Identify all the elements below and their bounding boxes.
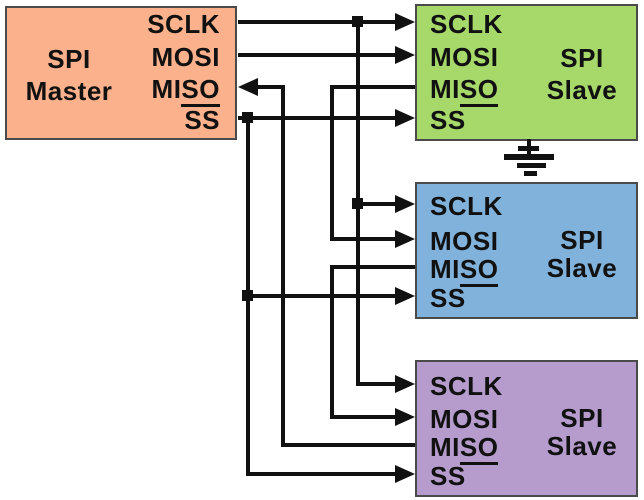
arrowhead-ss-slave2 xyxy=(395,287,415,305)
slave1-title: SPI Slave xyxy=(522,42,642,106)
slave1-title-line2: Slave xyxy=(546,75,618,105)
master-pin-ss: SS xyxy=(184,105,220,135)
slave3-title-line1: SPI xyxy=(560,403,604,433)
slave3-pin-miso: MISO xyxy=(430,432,499,465)
wire-miso-slave1-out xyxy=(330,85,415,89)
master-title-line1: SPI xyxy=(47,44,91,74)
wire-miso-into-master xyxy=(258,85,283,89)
slave2-title-line1: SPI xyxy=(560,225,604,255)
slave2-pin-ss: SS xyxy=(430,283,466,313)
master-title: SPI Master xyxy=(13,43,125,107)
slave3-title: SPI Slave xyxy=(522,404,642,460)
arrowhead-ss-slave1 xyxy=(395,109,415,127)
master-pin-sclk: SCLK xyxy=(147,9,220,39)
arrowhead-sclk-slave1 xyxy=(395,13,415,31)
wire-miso-slave2-out xyxy=(330,265,415,269)
slave1-pin-sclk: SCLK xyxy=(430,9,503,39)
spi-slave3-box: SPI Slave SCLK MOSI MISO SS xyxy=(415,360,638,497)
master-pin-miso: MISO xyxy=(152,74,220,107)
ground-bar-small xyxy=(524,171,537,176)
slave2-pin-mosi: MOSI xyxy=(430,226,499,256)
slave1-title-line1: SPI xyxy=(560,43,604,73)
wire-ss-to-slave3 xyxy=(246,472,395,476)
slave3-pin-ss: SS xyxy=(430,461,466,491)
wire-miso-return-vertical xyxy=(281,85,285,447)
wire-miso-slave1-to-mosi-slave2 xyxy=(330,237,395,241)
slave3-pin-mosi: MOSI xyxy=(430,404,499,434)
slave3-title-line2: Slave xyxy=(546,431,618,461)
slave1-pin-ss: SS xyxy=(430,105,466,135)
arrowhead-mosi-slave2 xyxy=(395,230,415,248)
wire-ss-to-slave2 xyxy=(246,294,395,298)
wire-miso-slave3-out xyxy=(281,443,415,447)
wire-sclk-master-to-slave1 xyxy=(238,20,395,24)
arrowhead-sclk-slave2 xyxy=(395,195,415,213)
ground-bar-wide xyxy=(504,154,554,160)
ground-bar-mid xyxy=(517,163,546,168)
arrowhead-sclk-slave3 xyxy=(395,375,415,393)
slave1-pin-mosi: MOSI xyxy=(430,42,499,72)
slave1-pin-miso: MISO xyxy=(430,74,499,107)
slave3-pin-sclk: SCLK xyxy=(430,371,503,401)
ground-bar-top xyxy=(518,146,539,151)
wire-sclk-to-slave3 xyxy=(356,382,395,386)
master-title-line2: Master xyxy=(25,76,113,106)
arrowhead-mosi-slave1 xyxy=(395,46,415,64)
slave2-pin-sclk: SCLK xyxy=(430,191,503,221)
arrowhead-mosi-slave3 xyxy=(395,408,415,426)
master-pin-mosi: MOSI xyxy=(151,42,220,72)
slave2-title: SPI Slave xyxy=(522,226,642,282)
wire-miso-slave2-to-mosi-slave3 xyxy=(330,415,395,419)
wire-miso-slave2-vertical xyxy=(330,265,334,419)
wire-mosi-master-to-slave1 xyxy=(238,53,395,57)
arrowhead-miso-master xyxy=(238,78,258,96)
spi-master-box: SPI Master SCLK MOSI MISO SS xyxy=(5,6,237,140)
slave2-pin-miso: MISO xyxy=(430,254,499,287)
wire-ss-master-to-slave1 xyxy=(238,116,395,120)
slave2-title-line2: Slave xyxy=(546,253,618,283)
wire-sclk-to-slave2 xyxy=(356,202,395,206)
spi-slave1-box: SPI Slave SCLK MOSI MISO SS xyxy=(415,4,638,141)
wire-miso-slave1-vertical xyxy=(330,85,334,241)
arrowhead-ss-slave3 xyxy=(395,465,415,483)
spi-slave2-box: SPI Slave SCLK MOSI MISO SS xyxy=(415,182,638,319)
